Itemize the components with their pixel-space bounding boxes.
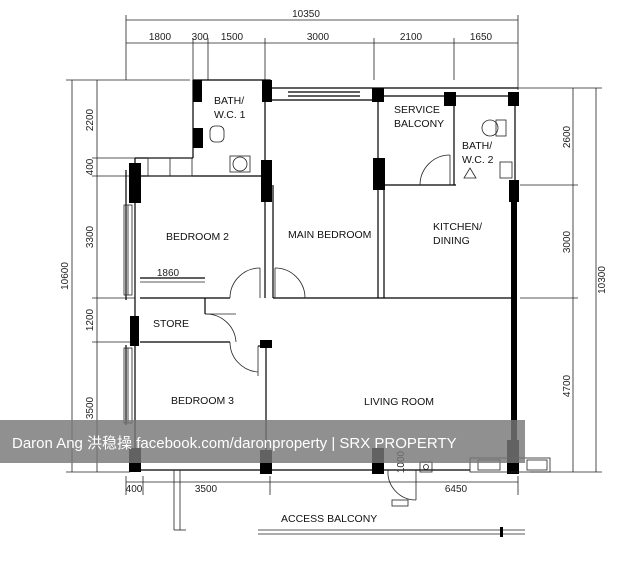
dim-top-1800: 1800 — [149, 32, 172, 43]
dim-top-3000: 3000 — [307, 32, 330, 43]
windows — [123, 204, 133, 424]
label-service-balcony-line1: SERVICE — [394, 104, 440, 116]
label-access-balcony: ACCESS BALCONY — [281, 513, 377, 525]
label-service-balcony-line2: BALCONY — [394, 118, 444, 130]
dim-right-4700: 4700 — [562, 374, 573, 397]
dim-left-400: 400 — [85, 158, 96, 175]
dim-right-2600: 2600 — [562, 125, 573, 148]
label-kitchen-line2: DINING — [433, 235, 470, 247]
dim-bottom-3500: 3500 — [195, 484, 218, 495]
label-kitchen-line1: KITCHEN/ — [433, 221, 482, 233]
watermark-text: Daron Ang 洪稳操 facebook.com/daronproperty… — [12, 435, 457, 452]
dim-top-2100: 2100 — [400, 32, 423, 43]
label-bedroom3: BEDROOM 3 — [171, 395, 234, 407]
right-dimension-lines — [515, 87, 602, 473]
dim-right-3000: 3000 — [562, 230, 573, 253]
dim-top-300: 300 — [192, 32, 209, 43]
top-dimension-lines — [125, 15, 519, 90]
label-bath1-line1: BATH/ — [214, 95, 244, 107]
left-dimension-lines — [66, 79, 190, 473]
label-living-room: LIVING ROOM — [364, 396, 434, 408]
dim-top-total: 10350 — [292, 9, 320, 20]
label-bath2-line2: W.C. 2 — [462, 154, 494, 166]
label-bedroom2: BEDROOM 2 — [166, 231, 229, 243]
wall-blocks — [129, 80, 519, 474]
walls — [125, 79, 518, 472]
dim-top-1500: 1500 — [221, 32, 244, 43]
watermark-banner: Daron Ang 洪稳操 facebook.com/daronproperty… — [0, 420, 525, 463]
label-store: STORE — [153, 318, 189, 330]
dim-right-total: 10300 — [597, 266, 608, 294]
dim-bedroom2-1860: 1860 — [157, 268, 180, 279]
fixtures — [140, 119, 551, 537]
dim-left-2200: 2200 — [85, 108, 96, 131]
label-bath2-line1: BATH/ — [462, 140, 492, 152]
bottom-dimension-lines — [125, 476, 519, 495]
dim-bottom-400: 400 — [126, 484, 143, 495]
dim-top-1650: 1650 — [470, 32, 493, 43]
dim-left-total: 10600 — [60, 262, 71, 290]
label-bath1-line2: W.C. 1 — [214, 109, 246, 121]
dim-left-3500: 3500 — [85, 396, 96, 419]
dim-bottom-6450: 6450 — [445, 484, 468, 495]
label-main-bedroom: MAIN BEDROOM — [288, 229, 371, 241]
dim-left-1200: 1200 — [85, 308, 96, 331]
dim-left-3300: 3300 — [85, 225, 96, 248]
